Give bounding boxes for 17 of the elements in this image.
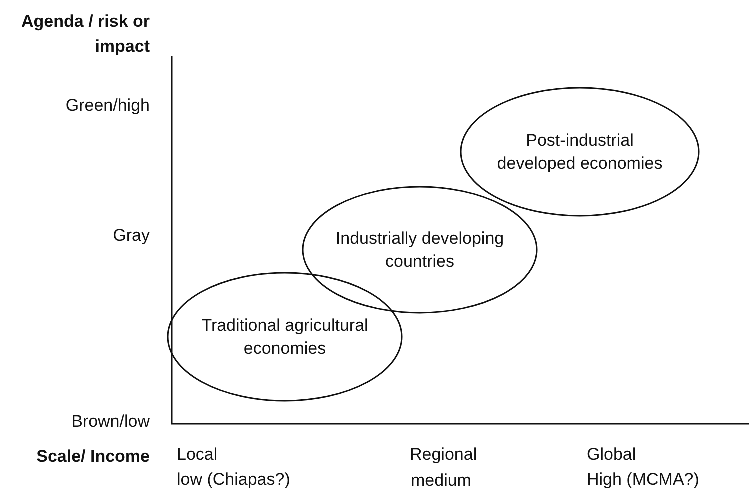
axis-tick-label: Regional: [410, 444, 478, 466]
axis-title: Scale/ Income: [36, 446, 150, 468]
node-label: Traditional agricultural economies: [200, 315, 370, 360]
ellipse-node: [302, 186, 538, 314]
ellipse-node: [460, 87, 700, 217]
axis-tick-label: Gray: [112, 225, 150, 247]
axis-tick-label: Global: [587, 444, 636, 466]
node-label: Industrially developing countries: [334, 228, 506, 273]
node-label: Post-industrial developed economies: [496, 130, 664, 175]
axis-title: Agenda / risk or impact: [20, 11, 150, 58]
axis-tick-label: low (Chiapas?): [177, 469, 290, 491]
axis-tick-label: medium: [411, 470, 472, 492]
ellipse-node: [167, 272, 403, 402]
axis-tick-label: Local: [177, 444, 218, 466]
axis-tick-label: High (MCMA?): [587, 469, 700, 491]
axis-tick-label: Brown/low: [70, 411, 150, 433]
axis-tick-label: Green/high: [64, 95, 150, 117]
